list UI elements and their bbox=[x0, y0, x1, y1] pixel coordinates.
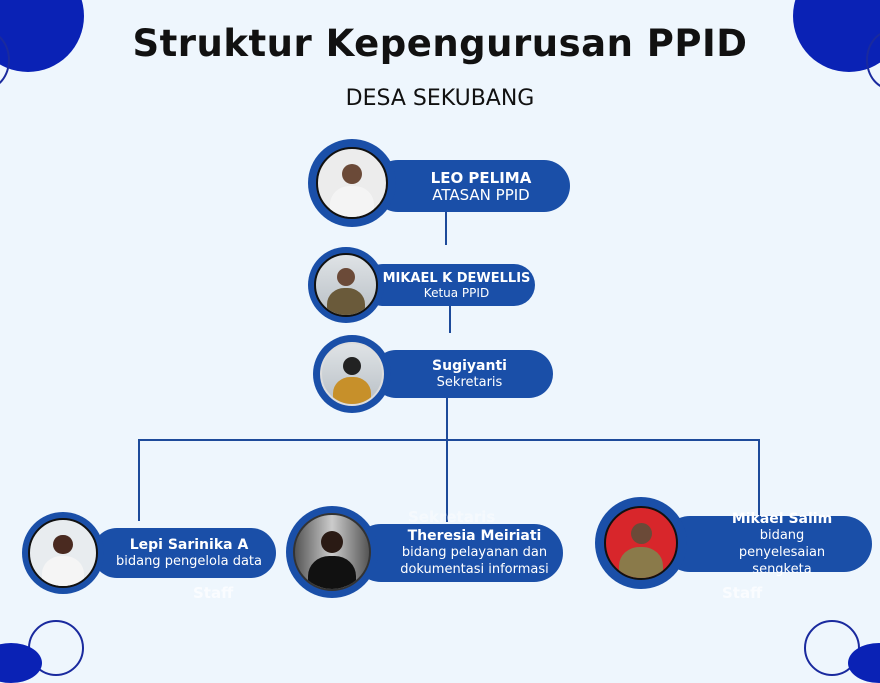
ghost-text: Staff bbox=[193, 584, 234, 602]
member-role: bidang pelayanan dan dokumentasi informa… bbox=[400, 545, 549, 577]
member-role: ATASAN PPID bbox=[432, 185, 530, 204]
member-name: Lepi Sarinika A bbox=[129, 536, 249, 553]
member-photo bbox=[316, 147, 388, 219]
page-subtitle: DESA SEKUBANG bbox=[345, 86, 535, 111]
connector bbox=[138, 439, 760, 441]
member-name: MIKAEL K DEWELLIS bbox=[382, 270, 531, 286]
member-photo bbox=[28, 518, 98, 588]
member-role: bidang pengelola data bbox=[115, 553, 262, 569]
member-name: LEO PELIMA bbox=[430, 168, 532, 187]
member-photo bbox=[320, 342, 384, 406]
connector bbox=[138, 439, 140, 521]
member-photo bbox=[604, 506, 678, 580]
ghost-text: Sekretaris bbox=[408, 508, 496, 526]
member-name: Sugiyanti bbox=[432, 357, 507, 374]
member-photo bbox=[293, 513, 371, 591]
connector bbox=[758, 439, 760, 517]
connector bbox=[449, 305, 451, 333]
member-photo bbox=[314, 253, 378, 317]
connector bbox=[445, 210, 447, 245]
ghost-text: Staff bbox=[722, 584, 763, 602]
member-role: Ketua PPID bbox=[423, 285, 490, 300]
member-role: bidang penyelesaian sengketa bbox=[738, 527, 826, 577]
member-role: Sekretaris bbox=[436, 374, 503, 390]
connector bbox=[446, 396, 448, 522]
member-name: Theresia Meiriati bbox=[407, 528, 542, 544]
member-name: Mikael Salim bbox=[731, 510, 833, 527]
page-title: Struktur Kepengurusan PPID bbox=[132, 22, 748, 65]
